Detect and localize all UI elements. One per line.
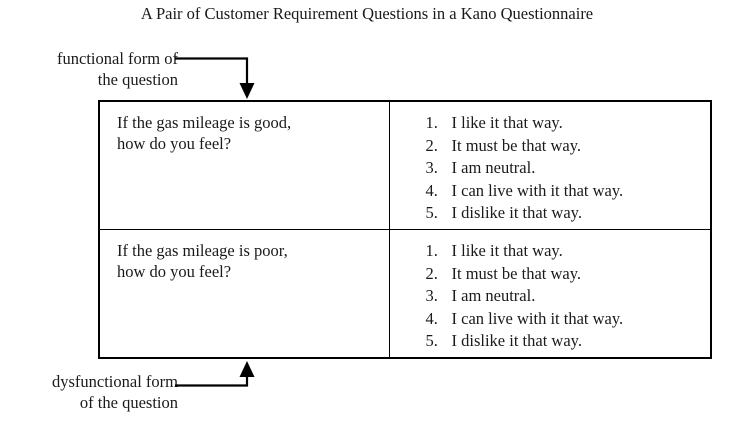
question-cell-functional: If the gas mileage is good, how do you f…	[98, 100, 390, 230]
list-item[interactable]: 2. It must be that way.	[390, 135, 711, 158]
functional-form-arrow	[175, 57, 255, 99]
list-item[interactable]: 3. I am neutral.	[390, 285, 711, 308]
list-item[interactable]: 5. I dislike it that way.	[390, 330, 711, 353]
option-label: I dislike it that way.	[451, 203, 582, 222]
option-label: It must be that way.	[451, 263, 582, 283]
option-number: 1.	[425, 113, 438, 132]
question-line-1: If the gas mileage is poor,	[117, 241, 288, 260]
list-item[interactable]: 5. I dislike it that way.	[390, 202, 711, 225]
list-item[interactable]: 3. I am neutral.	[390, 157, 711, 180]
list-item[interactable]: 1. I like it that way.	[390, 240, 711, 263]
list-item[interactable]: 1. I like it that way.	[390, 112, 711, 135]
functional-form-label-line1: functional form of	[57, 49, 178, 68]
option-label: I like it that way.	[451, 113, 563, 132]
option-number: 4.	[425, 180, 438, 200]
options-list-functional: 1. I like it that way. 2. It must be that …	[390, 102, 711, 225]
list-item[interactable]: 2. It must be that way.	[390, 263, 711, 286]
option-label: I like it that way.	[451, 241, 563, 260]
option-number: 4.	[425, 308, 438, 328]
options-cell-functional: 1. I like it that way. 2. It must be that …	[388, 100, 712, 230]
figure-title: A Pair of Customer Requirement Questions…	[140, 4, 594, 23]
functional-form-label-line2: the question	[97, 70, 178, 89]
kano-table-body: If the gas mileage is good, how do you f…	[98, 100, 712, 359]
table-row: If the gas mileage is good, how do you f…	[98, 100, 712, 230]
option-label: I can live with it that way.	[451, 308, 624, 328]
question-text-dysfunctional: If the gas mileage is poor, how do you f…	[100, 230, 389, 282]
list-item[interactable]: 4. I can live with it that way.	[390, 180, 711, 203]
table-row: If the gas mileage is poor, how do you f…	[98, 229, 712, 359]
question-text-functional: If the gas mileage is good, how do you f…	[100, 102, 389, 154]
option-label: I can live with it that way.	[451, 180, 624, 200]
dysfunctional-form-arrow	[175, 361, 255, 387]
option-label: I dislike it that way.	[451, 331, 582, 350]
option-label: I am neutral.	[451, 286, 536, 305]
options-list-dysfunctional: 1. I like it that way. 2. It must be that …	[390, 230, 711, 353]
list-item[interactable]: 4. I can live with it that way.	[390, 308, 711, 331]
option-label: It must be that way.	[451, 135, 582, 155]
functional-form-label: functional form of the question	[0, 48, 178, 90]
option-number: 1.	[425, 241, 438, 260]
option-number: 3.	[425, 286, 438, 305]
question-line-1: If the gas mileage is good,	[117, 113, 292, 132]
question-cell-dysfunctional: If the gas mileage is poor, how do you f…	[98, 229, 390, 359]
option-number: 2.	[425, 135, 438, 155]
option-number: 3.	[425, 158, 438, 177]
question-line-2: how do you feel?	[117, 133, 232, 153]
dysfunctional-form-label: dysfunctional form of the question	[0, 371, 178, 413]
dysfunctional-form-label-line2: of the question	[79, 393, 178, 412]
dysfunctional-form-label-line1: dysfunctional form	[51, 372, 178, 391]
option-number: 2.	[425, 263, 438, 283]
option-label: I am neutral.	[451, 158, 536, 177]
options-cell-dysfunctional: 1. I like it that way. 2. It must be that …	[388, 229, 712, 359]
question-line-2: how do you feel?	[117, 261, 232, 281]
option-number: 5.	[425, 203, 438, 222]
kano-questionnaire-table: If the gas mileage is good, how do you f…	[98, 100, 712, 359]
option-number: 5.	[425, 331, 438, 350]
